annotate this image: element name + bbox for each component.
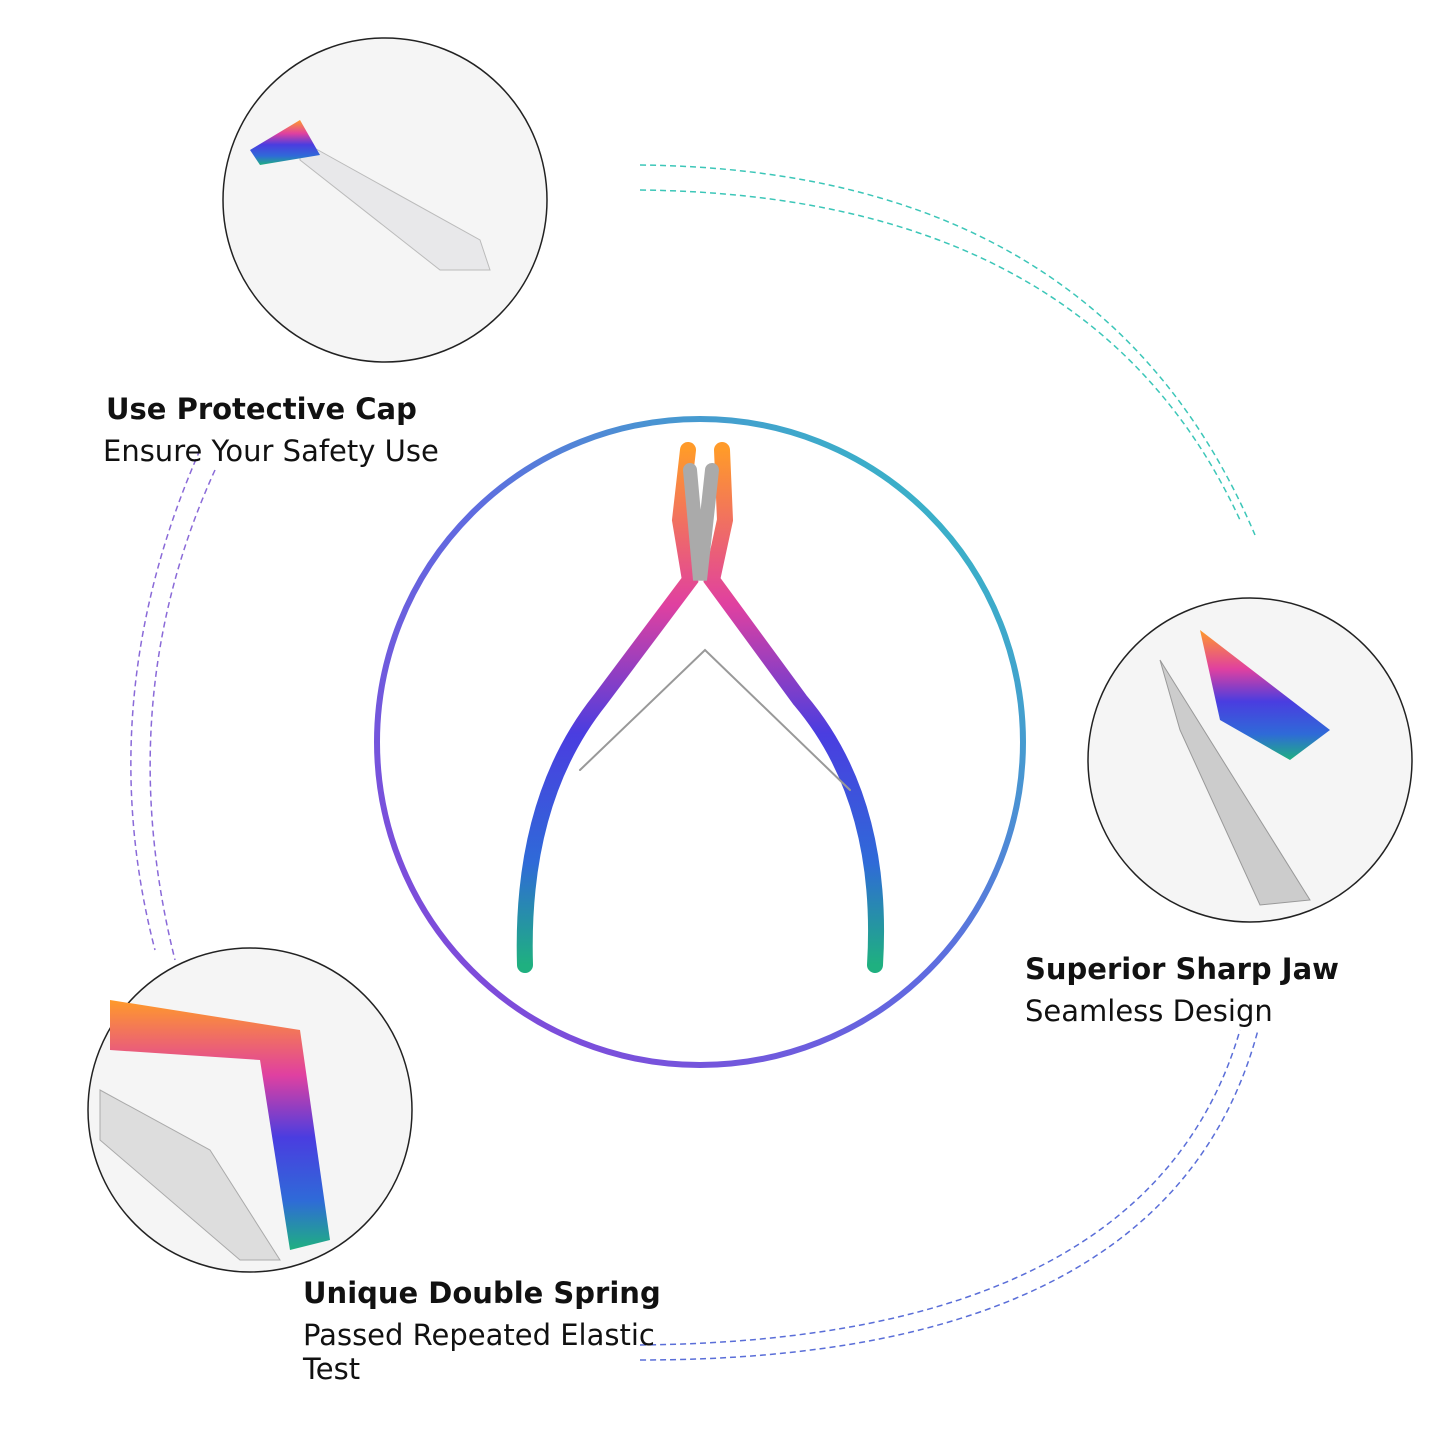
feature-title: Superior Sharp Jaw [1025, 952, 1339, 986]
center-ring [374, 416, 1026, 1068]
feature-title: Use Protective Cap [106, 392, 417, 426]
feature-sharp-jaw: Superior Sharp Jaw Seamless Design [1025, 952, 1339, 1028]
nipper-icon [516, 442, 885, 973]
dashed-orbit [130, 164, 1259, 1361]
feature-subtitle: Seamless Design [1025, 994, 1273, 1028]
feature-double-spring: Unique Double Spring Passed Repeated Ela… [303, 1276, 663, 1386]
feature-subtitle: Ensure Your Safety Use [103, 434, 439, 468]
feature-title: Unique Double Spring [303, 1276, 661, 1310]
feature-protective-cap: Use Protective Cap Ensure Your Safety Us… [103, 392, 439, 468]
detail-images [99, 120, 1330, 1261]
feature-subtitle: Passed Repeated Elastic Test [303, 1318, 655, 1386]
